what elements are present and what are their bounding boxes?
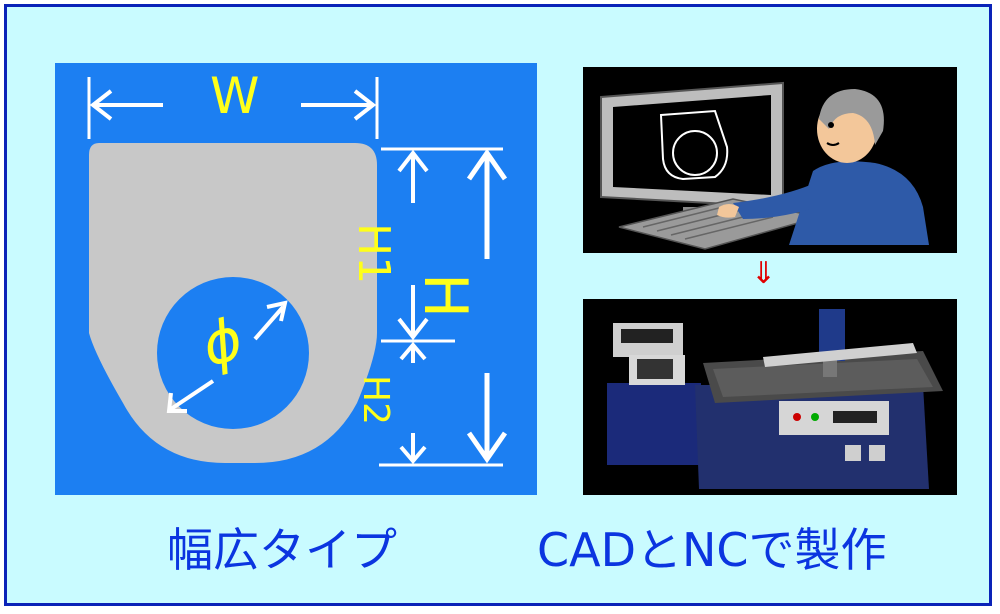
height-label: H — [410, 273, 480, 319]
diameter-arrow-lower — [169, 379, 215, 411]
shape-dimension-panel: W ϕ H1 H H2 — [55, 63, 537, 495]
h2-label: H2 — [355, 375, 396, 425]
width-label: W — [210, 67, 260, 125]
control-cabinet — [607, 383, 701, 465]
diameter-arrow-upper — [253, 305, 285, 341]
caption-cad-nc: CADとNCで製作 — [537, 523, 887, 577]
diagram-frame: W ϕ H1 H H2 ⇓ — [4, 4, 992, 606]
operator-body — [789, 161, 929, 245]
caption-wide-type: 幅広タイプ — [167, 523, 397, 577]
nc-machine-photo — [583, 299, 957, 495]
process-flow-arrow: ⇓ — [751, 256, 777, 291]
shape-dimension-drawing — [87, 77, 508, 467]
cad-part-drawing — [659, 109, 729, 181]
cad-operator-illustration — [583, 67, 957, 253]
h1-label: H1 — [348, 223, 399, 285]
